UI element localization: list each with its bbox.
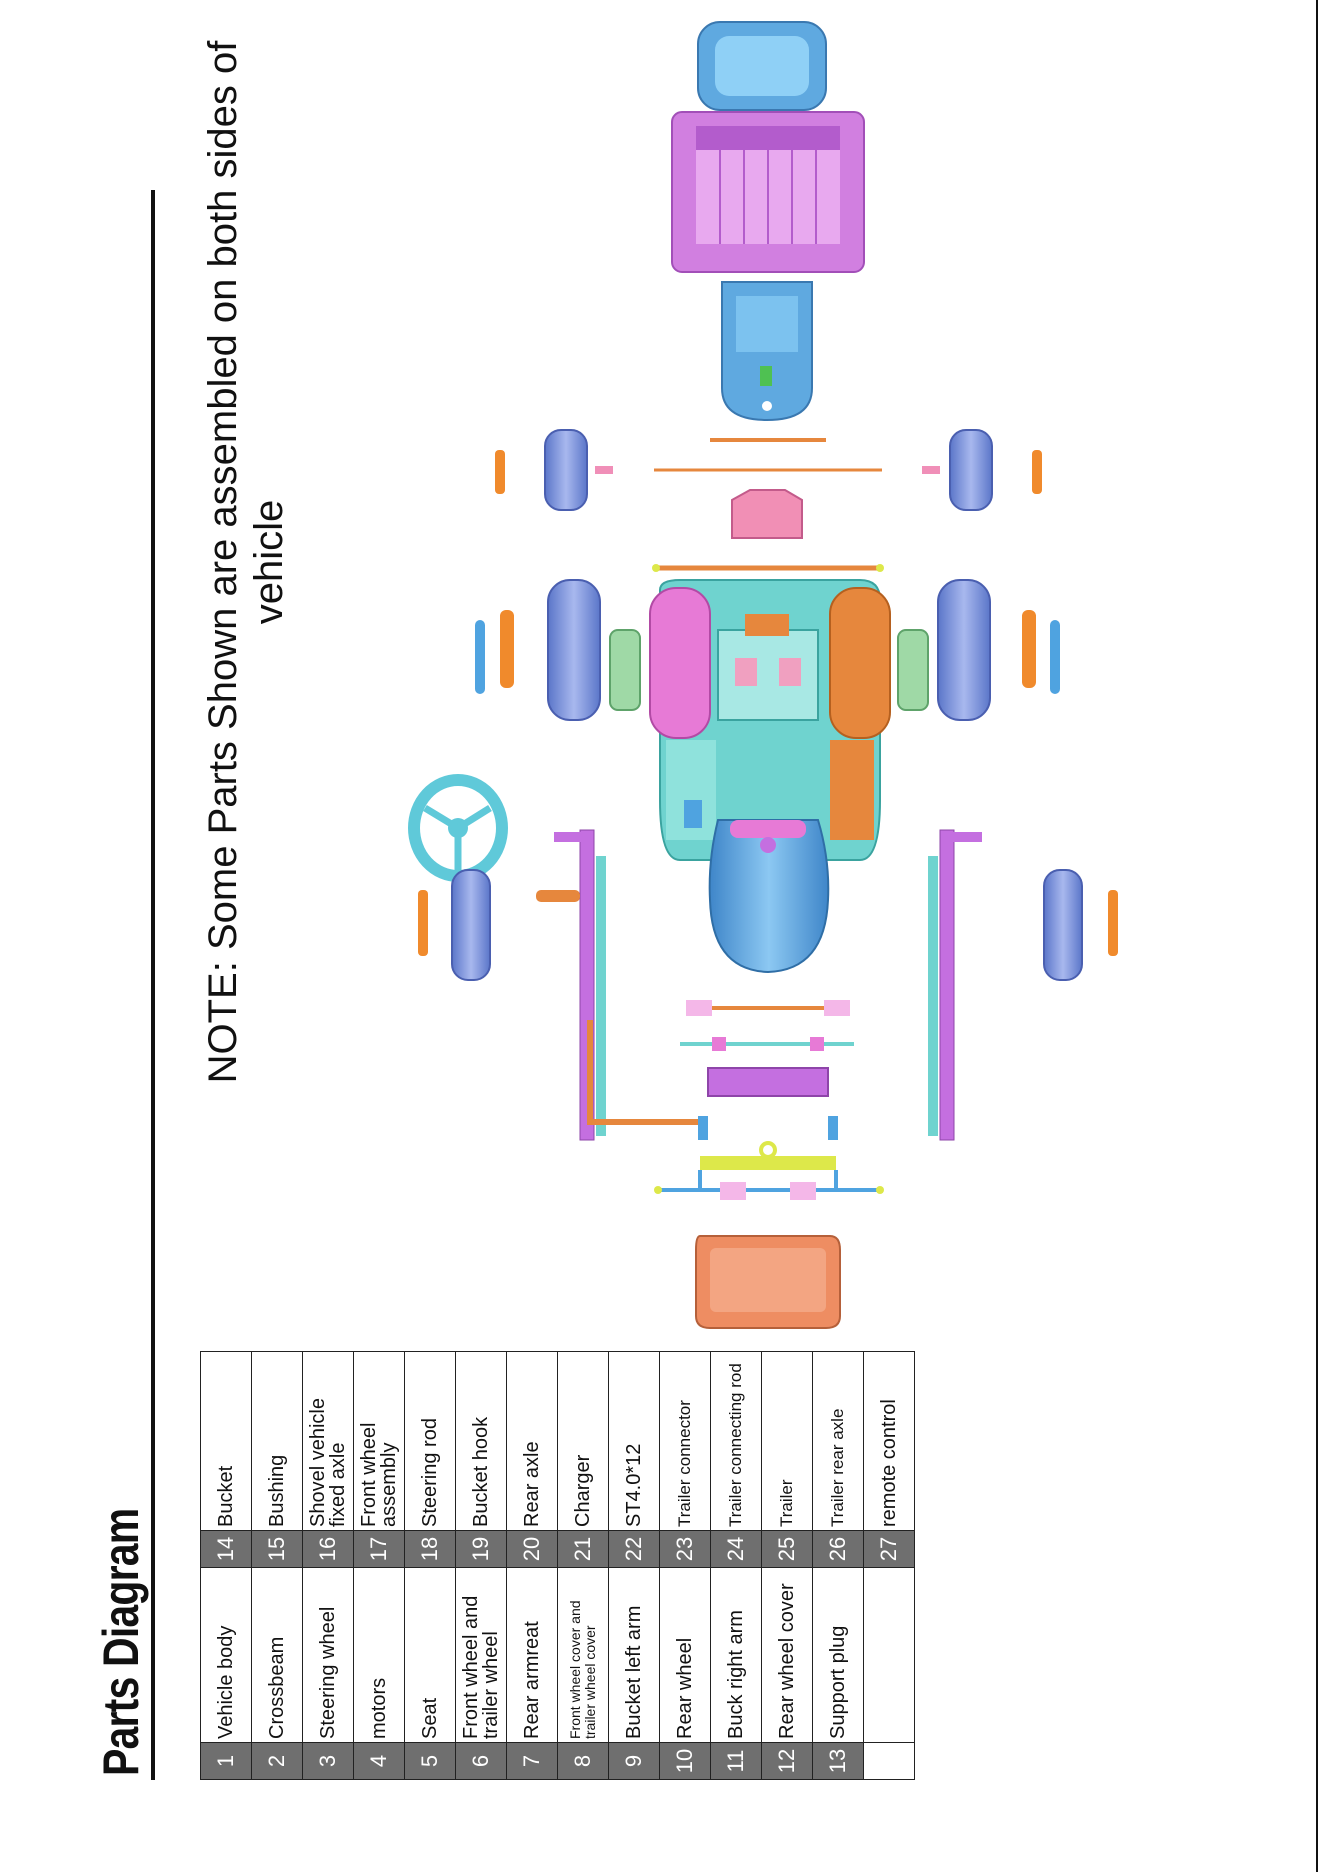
- trailer-wheel-left: [495, 430, 613, 510]
- rear-wheel-left: [475, 580, 600, 720]
- bucket-left-arm: [536, 830, 700, 1140]
- bushing-left: [698, 1116, 708, 1140]
- vehicle-body-part: [650, 580, 890, 860]
- motor-left: [610, 630, 640, 710]
- motor-right: [898, 630, 928, 710]
- front-wheel-left: [418, 870, 490, 980]
- bucket-hook-part: [732, 490, 802, 538]
- trailer-wheel-right: [922, 430, 1042, 510]
- rear-wheel-right: [938, 580, 1060, 720]
- shovel-fixed-axle-part: [708, 1068, 828, 1096]
- bucket-right-arm: [928, 830, 982, 1140]
- steering-wheel-part: [414, 780, 502, 876]
- steering-rod: [686, 1000, 850, 1016]
- front-axle-rod: [680, 1037, 854, 1051]
- bucket-part: [696, 1236, 840, 1328]
- trailer-connector-part: [722, 282, 812, 420]
- front-wheel-right: [1044, 870, 1118, 980]
- trailer-body-part: [672, 112, 864, 272]
- seat-and-front-cowl-part: [710, 820, 829, 972]
- bushing-right: [828, 1116, 838, 1140]
- trailer-cover-part: [698, 22, 826, 110]
- front-wheel-assembly: [654, 1143, 884, 1200]
